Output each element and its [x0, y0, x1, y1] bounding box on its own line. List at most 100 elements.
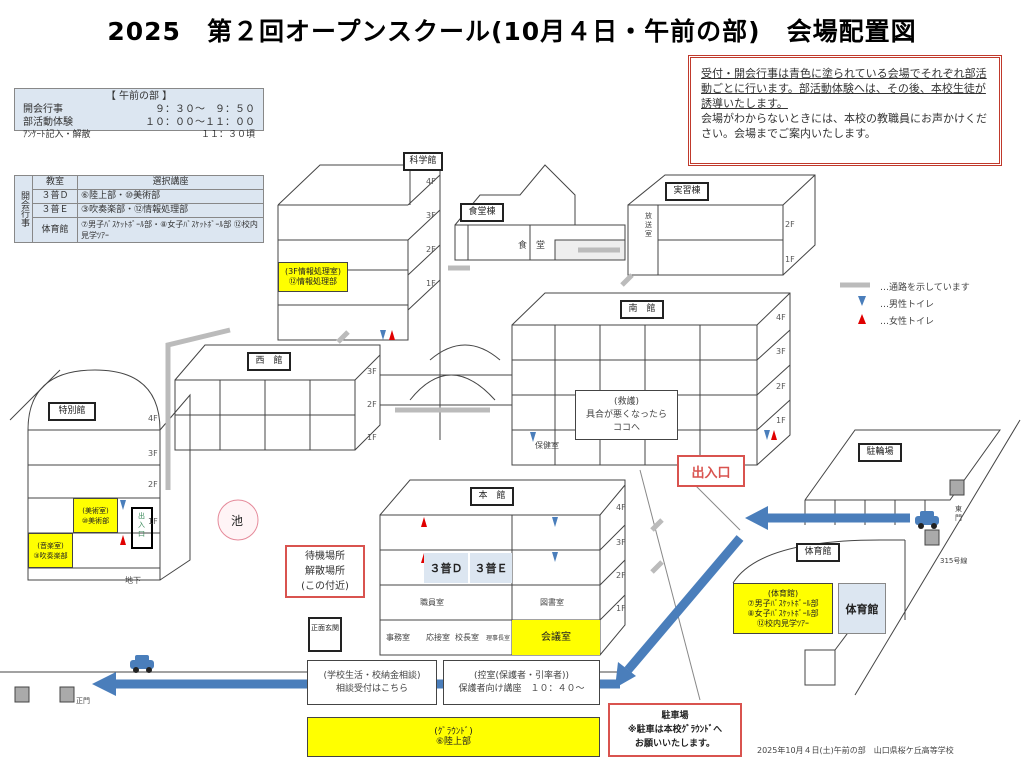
waiting-area-box: 待機場所解散場所(この付近): [285, 545, 365, 598]
notice-box: 受付・開会行事は青色に塗られている会場でそれぞれ部活動ごとに行います。部活動体験…: [688, 55, 1002, 166]
floor-label: 1F: [776, 416, 786, 425]
label-science: 科学館: [403, 152, 443, 171]
schedule-label: 開会行事: [23, 104, 63, 115]
label-chair: 理事長室: [486, 635, 511, 642]
pond-icon: [217, 499, 259, 541]
label-practice: 実習棟: [665, 182, 709, 201]
label-office: 事務室: [386, 633, 410, 642]
floor-label: 2F: [616, 571, 626, 580]
floor-label: 2F: [785, 220, 795, 229]
floor-label: 3F: [616, 538, 626, 547]
label-main: 本 館: [470, 487, 514, 506]
parking-title: 駐車場: [661, 711, 689, 721]
consult-text: 相談受付はこちら: [335, 683, 408, 694]
parking-box: 駐車場※駐車は本校ｸﾞﾗｳﾝﾄﾞへお願いいたします。: [608, 703, 742, 757]
floor-label: 1F: [785, 255, 795, 264]
legend-passage: …通路を示しています: [880, 283, 970, 293]
venue-club: ⑧女子ﾊﾞｽｹｯﾄﾎﾞｰﾙ部: [747, 608, 819, 618]
label-cafeteria: 食 堂: [518, 241, 546, 251]
venue-art: (美術室)⑩美術部: [73, 498, 118, 533]
notice-underlined: 受付・開会行事は青色に塗られている会場でそれぞれ部活動ごとに行います。部活動体験…: [701, 67, 987, 110]
cell-course: ⑦男子ﾊﾞｽｹｯﾄﾎﾞｰﾙ部・⑧女子ﾊﾞｽｹｯﾄﾎﾞｰﾙ部 ⑫校内見学ﾂｱｰ: [77, 217, 264, 243]
room-class-d: ３普Ｄ: [424, 553, 468, 583]
floor-label: 2F: [148, 480, 158, 489]
venue-title: (音楽室): [37, 541, 64, 550]
room-gym: 体育館: [838, 583, 886, 634]
floor-label: 3F: [367, 367, 377, 376]
floor-label: 4F: [426, 177, 436, 186]
label-basement: 地下: [125, 576, 141, 585]
first-aid-title: (救護): [613, 396, 640, 407]
front-entrance: 正面玄関: [308, 617, 342, 652]
route-label: 315号線: [940, 557, 968, 565]
label-cafeteria-bldg: 食堂棟: [460, 203, 504, 222]
first-aid-text: ココへ: [612, 422, 640, 433]
cell-room: ３普Ｄ: [32, 189, 78, 204]
passage-arrows: [165, 247, 870, 574]
car-icon: [915, 511, 939, 529]
label-west: 西 館: [247, 352, 291, 371]
notice-text: 会場がわからないときには、本校の教職員にお声かけください。会場までご案内いたしま…: [701, 112, 987, 140]
floor-label: 4F: [148, 414, 158, 423]
schedule-time: １１：３０頃: [200, 130, 255, 140]
venue-club: ⑥陸上部: [435, 737, 472, 747]
parents-title: (控室(保護者・引率者)): [473, 670, 570, 681]
practice-building-shape: [627, 174, 816, 276]
label-special: 特別館: [48, 402, 96, 421]
venue-club: ③吹奏楽部: [33, 551, 68, 560]
venue-title: (美術室): [82, 506, 109, 515]
label-reception: 応接室: [426, 633, 450, 642]
footer-text: 2025年10月４日(土)午前の部 山口県桜ケ丘高等学校: [757, 746, 954, 755]
room-class-e: ３普Ｅ: [470, 553, 512, 583]
main-gate-label: 正門: [76, 697, 90, 705]
first-aid-box: (救護) 具合が悪くなったらココへ: [575, 390, 678, 440]
legend-female: …女性トイレ: [880, 317, 935, 327]
parents-box: (控室(保護者・引率者)) 保護者向け講座 １０：４０～: [443, 660, 600, 705]
waiting-text: (この付近): [301, 581, 349, 592]
venue-music: (音楽室)③吹奏楽部: [28, 533, 73, 568]
schedule-time: ９：３０～ ９：５０: [155, 104, 255, 115]
consult-title: (学校生活・校納金相談): [323, 670, 421, 681]
car-icon: [130, 655, 154, 673]
col-header: 教室: [32, 175, 78, 190]
venue-club: ⑩美術部: [81, 516, 110, 525]
schedule-label: 部活動体験: [23, 117, 73, 128]
waiting-text: 待機場所: [305, 551, 345, 562]
west-building-shape: [174, 344, 381, 451]
floor-label: 3F: [426, 211, 436, 220]
floor-label: 4F: [616, 503, 626, 512]
gym-shape: [732, 419, 1021, 696]
venue-title: (ｸﾞﾗｳﾝﾄﾞ): [434, 727, 473, 737]
label-special-entrance: 出入口: [138, 512, 145, 538]
col-header: 選択講座: [77, 175, 264, 190]
floor-label: 1F: [148, 517, 158, 526]
label-staff: 職員室: [420, 598, 444, 607]
first-aid-text: 具合が悪くなったら: [585, 409, 667, 420]
label-library: 図書室: [540, 598, 564, 607]
east-gate-label: 東門: [955, 505, 962, 522]
schedule-time: １０：００～１１：００: [145, 117, 255, 128]
venue-club: ⑦男子ﾊﾞｽｹｯﾄﾎﾞｰﾙ部: [747, 598, 819, 608]
venue-club: ⑫情報処理部: [289, 277, 337, 286]
floor-label: 3F: [148, 449, 158, 458]
science-building-shape: [277, 164, 441, 440]
pond-label: 池: [231, 514, 244, 528]
floor-label: 4F: [776, 313, 786, 322]
floor-label: 3F: [776, 347, 786, 356]
page-title: 2025 第２回オープンスクール(10月４日・午前の部) 会場配置図: [107, 17, 917, 46]
parents-text: 保護者向け講座 １０：４０～: [458, 683, 585, 694]
floor-label: 2F: [367, 400, 377, 409]
cell-course: ⑥陸上部・⑩美術部: [77, 189, 264, 204]
bike-parking-shape: [804, 429, 1001, 525]
floor-label: 1F: [616, 604, 626, 613]
special-building-shape: [9, 369, 191, 581]
venue-title: (3F情報処理室): [285, 267, 341, 276]
cell-room: ３普Ｅ: [32, 203, 78, 218]
cell-room: 体育館: [32, 217, 78, 243]
cell-course: ③吹奏楽部・⑫情報処理部: [77, 203, 264, 218]
label-principal: 校長室: [455, 633, 479, 642]
label-health: 保健室: [535, 441, 559, 450]
